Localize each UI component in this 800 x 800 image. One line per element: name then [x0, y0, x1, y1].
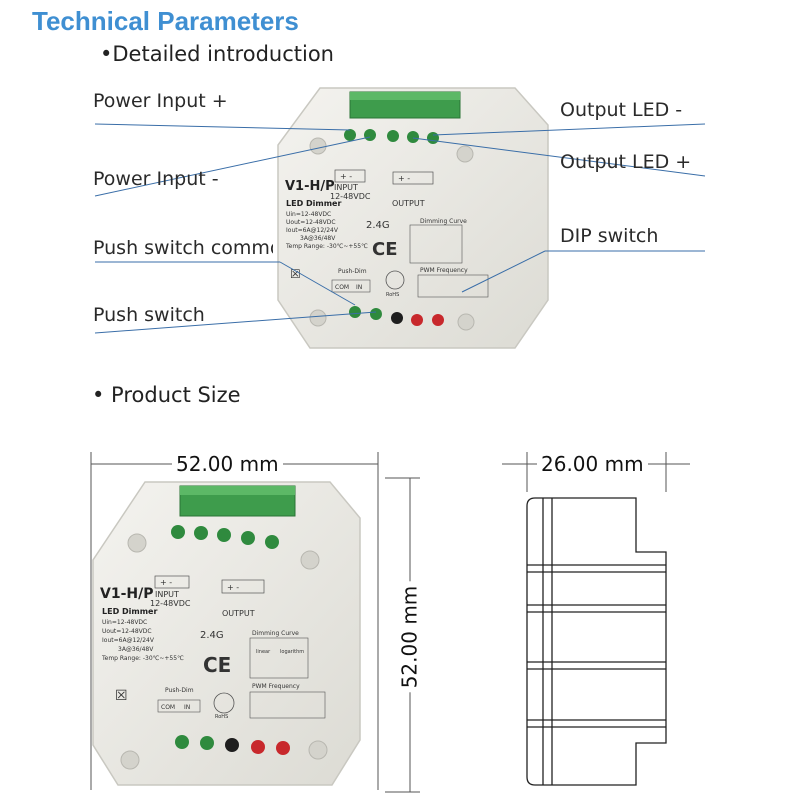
front-pwm-frequency: PWM Frequency — [252, 683, 300, 690]
front-push-dim: Push-Dim — [165, 687, 194, 694]
wireless-label: 2.4G — [366, 220, 390, 231]
detailed-diagram: V1-H/P + - INPUT 12-48VDC + - OUTPUT LED… — [94, 87, 706, 349]
front-bottom-terminals — [175, 735, 290, 755]
callout-output-led-plus: Output LED + — [560, 151, 692, 173]
front-temp: Temp Range: -30℃~+55℃ — [101, 655, 184, 662]
in-label: IN — [356, 284, 362, 291]
front-ce-mark: CE — [203, 653, 231, 677]
dimming-curve-label: Dimming Curve — [420, 218, 467, 225]
pwm-frequency-label: PWM Frequency — [420, 267, 468, 274]
page-title: Technical Parameters — [32, 6, 299, 36]
front-iout: Iout=6A@12/24V — [102, 637, 155, 644]
dip-switch-block — [417, 274, 489, 298]
front-rohs: RoHS — [215, 714, 228, 720]
front-top-terminals — [171, 525, 279, 549]
output-title-label: OUTPUT — [392, 199, 425, 208]
ce-mark: CE — [372, 239, 398, 260]
front-linear: linear — [256, 649, 271, 655]
front-uout: Uout=12-48VDC — [102, 628, 152, 635]
iout-label: Iout=6A@12/24V — [286, 227, 339, 234]
front-dimming-curve: Dimming Curve — [252, 630, 299, 637]
rohs-label: RoHS — [386, 292, 399, 298]
front-waste-bin-icon: ☒ — [115, 688, 128, 704]
front-dip-switch — [249, 691, 326, 719]
device-front-view: V1-H/P + - INPUT 12-48VDC + - OUTPUT LED… — [92, 481, 361, 786]
push-dim-label: Push-Dim — [338, 268, 367, 275]
output-polarity-label: + - — [398, 174, 410, 183]
front-input-polarity: + - — [160, 578, 172, 587]
callout-lines — [94, 123, 706, 334]
callout-push-switch: Push switch — [93, 304, 205, 326]
front-model-label: V1-H/P — [100, 586, 153, 602]
input-polarity-label: + - — [340, 172, 352, 181]
input-title-label: INPUT — [334, 183, 358, 192]
size-diagram: V1-H/P + - INPUT 12-48VDC + - OUTPUT LED… — [90, 452, 690, 793]
front-rohs-icon — [213, 692, 235, 714]
front-input-voltage: 12-48VDC — [150, 599, 191, 608]
front-output-polarity: + - — [227, 583, 239, 592]
front-product-name: LED Dimmer — [102, 607, 157, 616]
device-model-label: V1-H/P — [285, 179, 335, 194]
front-uin: Uin=12-48VDC — [102, 619, 147, 626]
section-heading-size: • Product Size — [92, 383, 241, 407]
front-wireless: 2.4G — [200, 630, 224, 641]
callout-power-input-plus: Power Input + — [93, 90, 228, 112]
depth-dimension-label: 26.00 mm — [537, 452, 648, 476]
front-iout2: 3A@36/48V — [118, 646, 154, 653]
product-name-label: LED Dimmer — [286, 199, 341, 208]
uout-label: Uout=12-48VDC — [286, 219, 336, 226]
device-top-view: V1-H/P + - INPUT 12-48VDC + - OUTPUT LED… — [277, 87, 549, 349]
section-heading-intro: •Detailed introduction — [100, 42, 334, 66]
uin-label: Uin=12-48VDC — [286, 211, 331, 218]
callout-dip-switch: DIP switch — [560, 225, 659, 247]
rohs-icon — [385, 270, 405, 290]
callout-push-switch-common: Push switch common — [93, 237, 273, 259]
callout-power-input-minus: Power Input - — [93, 168, 219, 190]
height-dimension-label: 52.00 mm — [397, 581, 422, 693]
temp-label: Temp Range: -30℃~+55℃ — [285, 243, 368, 250]
front-com: COM — [161, 704, 175, 711]
waste-bin-icon: ☒ — [290, 267, 301, 281]
iout2-label: 3A@36/48V — [300, 235, 336, 242]
front-output-title: OUTPUT — [222, 609, 255, 618]
bottom-terminals — [349, 306, 444, 326]
width-dimension-label: 52.00 mm — [172, 452, 283, 476]
com-label: COM — [335, 284, 349, 291]
input-voltage-label: 12-48VDC — [330, 192, 371, 201]
front-logarithm: logarithm — [280, 649, 304, 655]
device-side-view — [526, 497, 667, 786]
front-in: IN — [184, 704, 190, 711]
front-input-title: INPUT — [155, 590, 179, 599]
callout-output-led-minus: Output LED - — [560, 99, 683, 121]
